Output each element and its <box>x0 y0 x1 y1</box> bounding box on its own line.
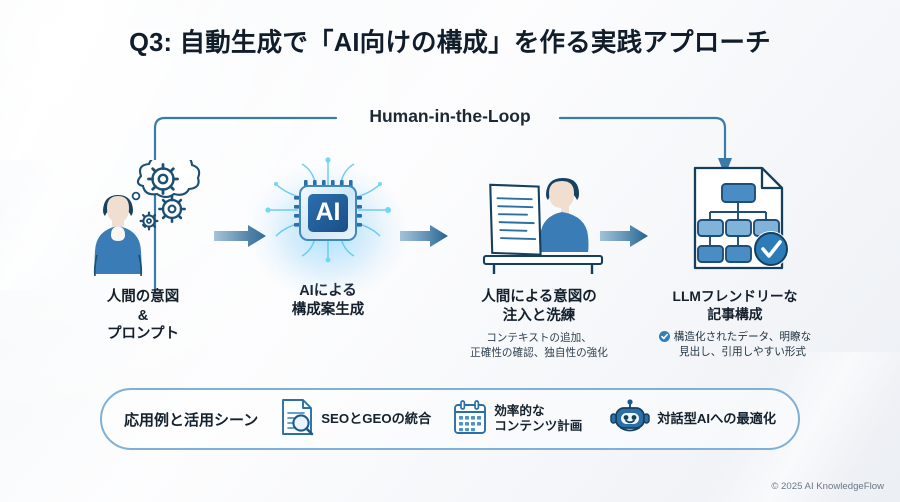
calendar-icon <box>453 399 487 440</box>
loop-label: Human-in-the-Loop <box>0 106 900 127</box>
document-hierarchy-check-icon <box>640 158 830 276</box>
subtext-line: 正確性の確認、独自性の強化 <box>470 346 608 359</box>
use-case-label: SEOとGEOの統合 <box>321 410 432 426</box>
use-case-label: 効率的な コンテンツ計画 <box>494 404 582 435</box>
use-case-item-conversational-ai[interactable]: 対話型AIへの最適化 <box>610 398 777 440</box>
caption-line: 人間による意図の <box>481 289 597 305</box>
person-thinking-gears-icon <box>78 158 208 276</box>
person-reviewing-document-icon <box>440 158 638 276</box>
caption-line: 人間の意図 <box>106 289 180 305</box>
caption-line: プロンプト <box>106 326 180 343</box>
caption-line: & <box>137 307 149 324</box>
robot-icon <box>610 398 651 440</box>
caption-line: 注入と洗練 <box>502 307 576 324</box>
pipeline-step-human-refinement[interactable]: 人間による意図の 注入と洗練 コンテキストの追加、 正確性の確認、独自性の強化 <box>440 158 638 360</box>
subtext-block: 構造化されたデータ、明瞭な 見出し、引用しやすい形式 <box>674 330 811 359</box>
subtext-line: 構造化されたデータ、明瞭な <box>673 331 812 344</box>
ai-chip-icon: AI <box>252 152 404 292</box>
pipeline-step-caption: 人間の意図 & プロンプト <box>78 288 208 344</box>
caption-line: 記事構成 <box>707 306 763 322</box>
use-case-label-line: コンテンツ計画 <box>494 419 583 433</box>
caption-line: LLMフレンドリーな <box>672 289 798 304</box>
pipeline-step-ai-generation[interactable]: AI AIによる 構成案生成 <box>252 152 404 319</box>
pipeline: 人間の意図 & プロンプト <box>0 152 900 367</box>
pipeline-step-human-intent[interactable]: 人間の意図 & プロンプト <box>78 158 208 344</box>
pipeline-step-subtext: コンテキストの追加、 正確性の確認、独自性の強化 <box>440 331 638 360</box>
subtext-line: 見出し、引用しやすい形式 <box>678 345 807 358</box>
use-case-label: 対話型AIへの最適化 <box>657 410 777 426</box>
pipeline-step-llm-friendly-structure[interactable]: LLMフレンドリーな 記事構成 構造化されたデータ、明瞭な 見出し、引用しやすい… <box>640 158 830 360</box>
check-circle-icon <box>658 331 670 347</box>
caption-line: 構成案生成 <box>291 301 365 318</box>
pipeline-step-subtext: 構造化されたデータ、明瞭な 見出し、引用しやすい形式 <box>640 330 830 359</box>
subtext-line: コンテキストの追加、 <box>486 332 592 345</box>
use-case-item-content-plan[interactable]: 効率的な コンテンツ計画 <box>453 399 582 440</box>
arrow-right-icon <box>400 225 448 247</box>
page-title: Q3: 自動生成で「AI向けの構成」を作る実践アプローチ <box>129 29 771 57</box>
pipeline-step-caption: LLMフレンドリーな 記事構成 <box>640 288 830 323</box>
use-cases-bar-title: 応用例と活用シーン <box>124 411 259 429</box>
arrow-right-icon <box>600 225 648 247</box>
use-cases-bar: 応用例と活用シーン SEOとGEOの統合 <box>100 388 800 450</box>
chip-text: AI <box>316 198 341 226</box>
document-search-icon <box>280 398 314 441</box>
use-case-item-seo-geo[interactable]: SEOとGEOの統合 <box>280 398 431 441</box>
loop-label-text: Human-in-the-Loop <box>369 106 531 126</box>
use-case-label-line: 効率的な <box>494 403 545 418</box>
pipeline-step-caption: 人間による意図の 注入と洗練 <box>440 288 638 325</box>
footer-copyright: © 2025 AI KnowledgeFlow <box>771 481 884 492</box>
